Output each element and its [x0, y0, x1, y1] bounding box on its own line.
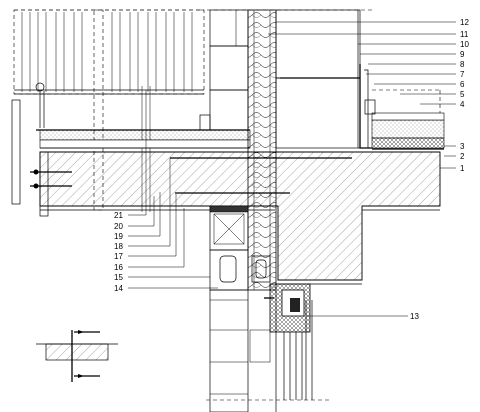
terrace-buildup	[359, 64, 445, 150]
window-frame	[264, 283, 313, 400]
callout-16: 16	[114, 263, 123, 272]
floor-buildup	[36, 114, 251, 149]
callout-12: 12	[460, 18, 469, 27]
callout-11: 11	[460, 30, 469, 39]
callout-10: 10	[460, 40, 469, 49]
callout-13: 13	[410, 312, 419, 321]
callout-3: 3	[460, 142, 465, 151]
callout-labels-left: 21 20 19 18 17 16 15 14	[114, 211, 123, 293]
exterior-wall	[200, 9, 372, 291]
callout-20: 20	[114, 222, 123, 231]
callout-5: 5	[460, 90, 465, 99]
callout-21: 21	[114, 211, 123, 220]
callout-2: 2	[460, 152, 465, 161]
callout-4: 4	[460, 100, 465, 109]
brick-wall	[206, 289, 330, 412]
callout-6: 6	[460, 80, 465, 89]
callout-8: 8	[460, 60, 465, 69]
callout-7: 7	[460, 70, 465, 79]
concrete-slab	[30, 151, 441, 285]
callout-labels-right: 12 11 10 9 8 7 6 5 4 3 2 1	[460, 18, 469, 173]
radiator	[11, 9, 205, 212]
callout-19: 19	[114, 232, 123, 241]
section-symbol	[36, 330, 118, 382]
leader-lines	[128, 21, 456, 317]
callout-15: 15	[114, 273, 123, 282]
callout-1: 1	[460, 164, 465, 173]
callout-18: 18	[114, 242, 123, 251]
callout-14: 14	[114, 284, 123, 293]
callout-17: 17	[114, 252, 123, 261]
callout-9: 9	[460, 50, 465, 59]
